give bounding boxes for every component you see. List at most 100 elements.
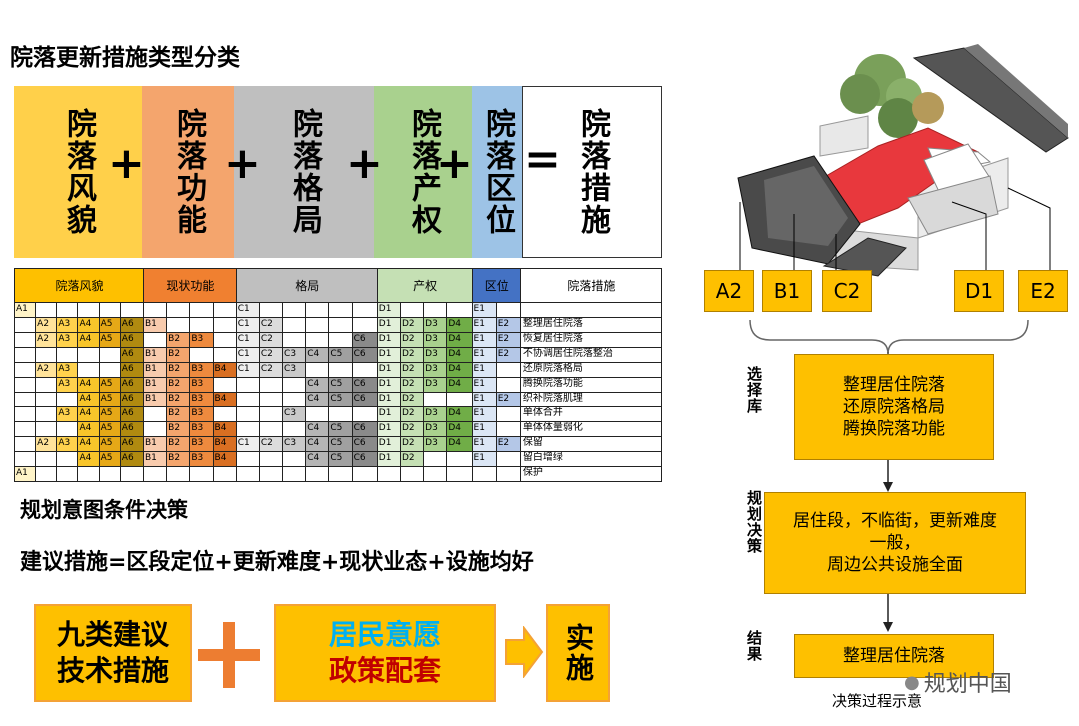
matrix-cell: A6 [119, 406, 145, 423]
measure-cell: 单体体量弱化 [519, 421, 663, 438]
matrix-cell [495, 302, 521, 318]
matrix-cell [351, 361, 378, 378]
suggestion-line-2: 技术措施 [56, 654, 169, 687]
decision-line: 一般， [869, 532, 921, 553]
matrix-cell [13, 331, 37, 348]
matrix-cell: B3 [189, 331, 214, 348]
matrix-cell: B3 [189, 406, 214, 423]
result-box: 整理居住院落 [794, 634, 994, 678]
matrix-cell: B3 [189, 421, 214, 438]
matrix-cell: D2 [399, 436, 425, 453]
matrix-cell: B1 [142, 316, 168, 333]
matrix-cell [142, 406, 168, 423]
matrix-cell: A3 [56, 331, 79, 348]
matrix-cell [328, 316, 353, 333]
matrix-cell [328, 302, 353, 318]
matrix-cell: C6 [351, 436, 378, 453]
header-function: 现状功能 [143, 267, 237, 304]
term-location-label: 院落区位 [480, 108, 515, 236]
measure-cell: 保护 [519, 466, 663, 482]
matrix-cell [282, 376, 307, 393]
matrix-cell: A6 [119, 421, 145, 438]
matrix-cell: D4 [446, 406, 473, 423]
matrix-cell: B4 [212, 421, 237, 438]
matrix-cell [282, 316, 307, 333]
matrix-cell [56, 391, 79, 408]
matrix-cell: D3 [423, 406, 448, 423]
matrix-cell [212, 316, 237, 333]
matrix-cell: C4 [305, 376, 330, 393]
matrix-cell: D4 [446, 346, 473, 363]
matrix-cell: C4 [305, 391, 330, 408]
decision-line: 居住段，不临街，更新难度 [793, 510, 997, 531]
matrix-cell [56, 302, 79, 318]
matrix-cell [35, 421, 58, 438]
matrix-cell [189, 302, 214, 318]
measure-cell: 保留 [519, 436, 663, 453]
matrix-cell: A5 [98, 451, 121, 468]
matrix-cell [77, 302, 100, 318]
matrix-cell: D3 [423, 346, 448, 363]
matrix-cell: A2 [35, 316, 58, 333]
matrix-cell: B1 [142, 361, 168, 378]
matrix-cell: A5 [98, 406, 121, 423]
matrix-cell [77, 346, 100, 363]
result-label: 院落措施 [575, 108, 610, 236]
matrix-cell [446, 302, 473, 318]
matrix-cell: C1 [235, 361, 260, 378]
matrix-cell [351, 406, 378, 423]
page-title: 院落更新措施类型分类 [10, 45, 240, 71]
matrix-cell: D2 [399, 361, 425, 378]
matrix-cell [13, 406, 37, 423]
matrix-cell: E1 [471, 302, 497, 318]
matrix-cell [13, 316, 37, 333]
matrix-cell: B2 [166, 361, 191, 378]
matrix-cell [212, 302, 237, 318]
matrix-cell [56, 451, 79, 468]
matrix-cell: B2 [166, 331, 191, 348]
header-location: 区位 [471, 267, 521, 304]
matrix-cell [351, 302, 378, 318]
matrix-cell: D1 [376, 361, 401, 378]
matrix-cell [98, 302, 121, 318]
plus-sign: + [436, 138, 473, 189]
matrix-cell: D4 [446, 376, 473, 393]
matrix-cell [471, 466, 497, 482]
matrix-cell: C3 [282, 406, 307, 423]
measure-cell: 腾换院落功能 [519, 376, 663, 393]
matrix-cell: B4 [212, 361, 237, 378]
matrix-cell: C5 [328, 436, 353, 453]
matrix-cell [495, 421, 521, 438]
matrix-cell: A6 [119, 346, 145, 363]
matrix-cell [13, 421, 37, 438]
matrix-cell: A5 [98, 331, 121, 348]
courtyard-illustration [737, 44, 1069, 277]
matrix-cell [35, 376, 58, 393]
matrix-cell [142, 421, 168, 438]
matrix-cell: A3 [56, 361, 79, 378]
matrix-cell: C4 [305, 346, 330, 363]
matrix-cell: E1 [471, 316, 497, 333]
matrix-cell [282, 451, 307, 468]
matrix-cell: A1 [13, 302, 37, 318]
matrix-cell: E1 [471, 376, 497, 393]
plus-sign: + [108, 138, 145, 189]
matrix-cell [282, 331, 307, 348]
watermark: ● 规划中国 [904, 666, 1012, 698]
matrix-cell [305, 466, 330, 482]
plus-sign: + [224, 138, 261, 189]
matrix-cell: C4 [305, 451, 330, 468]
side-label-decision: 规划决策 [745, 490, 763, 554]
measure-cell: 还原院落格局 [519, 361, 663, 378]
matrix-cell: A4 [77, 421, 100, 438]
matrix-cell [166, 466, 191, 482]
matrix-cell: D4 [446, 421, 473, 438]
matrix-cell: A4 [77, 406, 100, 423]
matrix-cell [328, 361, 353, 378]
matrix-cell [495, 376, 521, 393]
